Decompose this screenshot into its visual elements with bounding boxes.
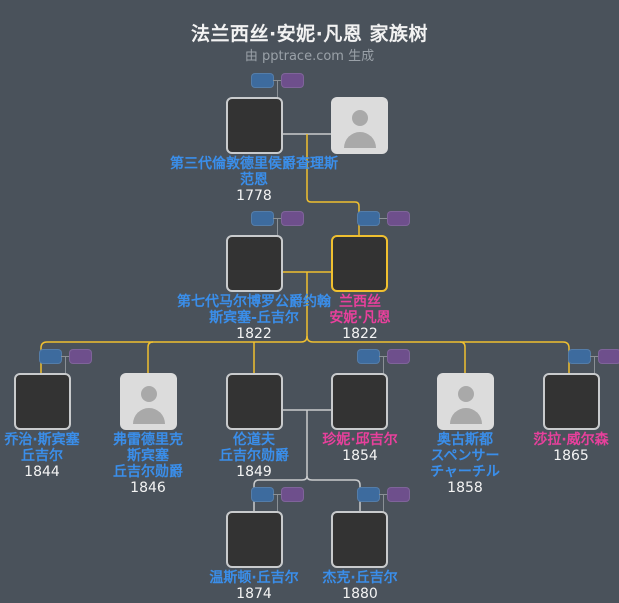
birth-year: 1846: [130, 480, 166, 496]
mother-link-button[interactable]: [598, 349, 619, 364]
page-title: 法兰西丝·安妮·凡恩 家族树: [190, 23, 429, 45]
mother-link-button[interactable]: [387, 211, 410, 226]
portrait-george-spencer-churchill[interactable]: [14, 373, 71, 430]
mother-link-button[interactable]: [387, 349, 410, 364]
father-link-button[interactable]: [251, 487, 274, 502]
birth-year: 1778: [236, 188, 272, 204]
father-link-button[interactable]: [357, 487, 380, 502]
person-label-augustus-spencer-churchill[interactable]: 奥古斯都 スペンサー チャーチル 1858: [415, 432, 515, 496]
unknown-person-avatar[interactable]: [331, 97, 388, 154]
person-label-jack-churchill[interactable]: 杰克·丘吉尔 1880: [300, 570, 420, 602]
mother-link-button[interactable]: [281, 73, 304, 88]
placeholder-avatar-frederick[interactable]: [120, 373, 177, 430]
birth-year: 1874: [236, 586, 272, 602]
person-label-charles-vane[interactable]: 第三代倫敦德里侯爵查理斯 范恩 1778: [134, 156, 374, 204]
father-link-button[interactable]: [357, 349, 380, 364]
parent-links[interactable]: [357, 349, 410, 374]
mother-link-button[interactable]: [387, 487, 410, 502]
placeholder-avatar-augustus[interactable]: [437, 373, 494, 430]
birth-year: 1822: [342, 326, 378, 342]
birth-year: 1858: [447, 480, 483, 496]
portrait-charles-vane[interactable]: [226, 97, 283, 154]
parent-links[interactable]: [568, 349, 619, 374]
father-link-button[interactable]: [39, 349, 62, 364]
parent-links[interactable]: [251, 211, 304, 236]
birth-year: 1844: [24, 464, 60, 480]
parent-links[interactable]: [357, 487, 410, 512]
father-link-button[interactable]: [568, 349, 591, 364]
person-label-frances-anne-vane[interactable]: 兰西丝 安妮·凡恩 1822: [310, 294, 410, 342]
birth-year: 1822: [236, 326, 272, 342]
person-label-winston-churchill[interactable]: 温斯顿·丘吉尔 1874: [194, 570, 314, 602]
generator-credit: 由 pptrace.com 生成: [244, 49, 375, 64]
person-silhouette-icon: [457, 386, 474, 402]
birth-year: 1880: [342, 586, 378, 602]
parent-links[interactable]: [39, 349, 92, 374]
portrait-jack-churchill[interactable]: [331, 511, 388, 568]
parent-links[interactable]: [251, 73, 304, 98]
person-label-john-spencer-churchill[interactable]: 第七代马尔博罗公爵约翰 斯宾塞-丘吉尔 1822: [134, 294, 374, 342]
portrait-frances-anne-vane[interactable]: [331, 235, 388, 292]
person-label-frederick-spencer-churchill[interactable]: 弗雷德里克 斯宾塞 丘吉尔勋爵 1846: [98, 432, 198, 496]
father-link-button[interactable]: [251, 73, 274, 88]
portrait-sarah-wilson[interactable]: [543, 373, 600, 430]
portrait-randolph-churchill[interactable]: [226, 373, 283, 430]
birth-year: 1865: [553, 448, 589, 464]
person-label-randolph-churchill[interactable]: 伦道夫 丘吉尔勋爵 1849: [204, 432, 304, 480]
mother-link-button[interactable]: [281, 211, 304, 226]
parent-links[interactable]: [251, 487, 304, 512]
mother-link-button[interactable]: [281, 487, 304, 502]
person-label-george-spencer-churchill[interactable]: 乔治·斯宾塞 丘吉尔 1844: [0, 432, 92, 480]
portrait-jennie-churchill[interactable]: [331, 373, 388, 430]
mother-link-button[interactable]: [69, 349, 92, 364]
father-link-button[interactable]: [357, 211, 380, 226]
person-label-jennie-churchill[interactable]: 珍妮·邱吉尔 1854: [310, 432, 410, 464]
portrait-winston-churchill[interactable]: [226, 511, 283, 568]
portrait-john-spencer-churchill[interactable]: [226, 235, 283, 292]
person-label-sarah-wilson[interactable]: 莎拉·威尔森 1865: [521, 432, 619, 464]
birth-year: 1854: [342, 448, 378, 464]
father-link-button[interactable]: [251, 211, 274, 226]
person-silhouette-icon: [351, 110, 368, 126]
birth-year: 1849: [236, 464, 272, 480]
parent-links[interactable]: [357, 211, 410, 226]
person-silhouette-icon: [140, 386, 157, 402]
